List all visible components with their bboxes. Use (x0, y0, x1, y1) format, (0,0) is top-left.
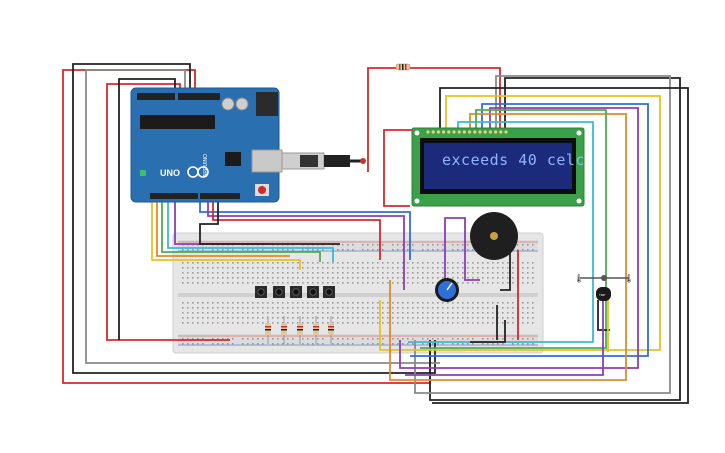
wire-sensor-2 (405, 300, 604, 376)
arduino-logo (187, 166, 209, 178)
pushbutton[interactable] (307, 286, 319, 298)
lcd-screen-text: exceeds 40 celc (442, 151, 585, 169)
wire-green-lcd (420, 109, 607, 349)
pushbutton-group (255, 286, 335, 298)
wire-purple-2 (207, 200, 405, 290)
resistor-group (265, 316, 334, 344)
temperature-sensor[interactable]: 🌡 🌡 TMP (574, 274, 634, 301)
pushbutton[interactable] (290, 286, 302, 298)
wire-orange-lcd (389, 113, 627, 381)
resistor[interactable] (328, 316, 334, 344)
resistor[interactable] (297, 316, 303, 344)
pushbutton[interactable] (273, 286, 285, 298)
wire-black-bb2 (470, 320, 506, 343)
wire-black-lcd-2 (432, 87, 689, 404)
wire-sensor-1 (597, 300, 610, 331)
resistor[interactable] (313, 316, 319, 344)
usb-cable (281, 152, 366, 170)
wire-red-2 (212, 200, 381, 260)
thermometer-icon: 🌡 (624, 274, 634, 283)
wire-cyan-lcd (408, 121, 594, 343)
arduino-brand-label: ARDUINO (203, 154, 209, 177)
thermometer-icon: 🌡 (574, 274, 584, 283)
resistor[interactable] (281, 316, 287, 344)
wire-buzzer-black (500, 250, 511, 291)
wire-yellow-1 (151, 200, 301, 270)
wire-green-1 (161, 200, 321, 262)
wire-red-top (367, 67, 501, 172)
wire-gray-lcd (414, 75, 671, 394)
potentiometer[interactable] (435, 278, 459, 302)
wire-black-inner (118, 78, 176, 340)
lcd-pin-header (426, 130, 508, 134)
resistor-top[interactable] (395, 63, 411, 71)
wire-red-lcd (383, 129, 430, 207)
resistor[interactable] (265, 316, 271, 344)
wire-blue-1 (199, 200, 411, 260)
wire-orange-1 (156, 200, 290, 257)
arduino-uno-board[interactable]: UNO ARDUINO (130, 87, 283, 203)
wire-cyan-1 (167, 200, 334, 262)
lcd-16x2-display[interactable]: exceeds 40 celc (411, 127, 585, 207)
pushbutton[interactable] (323, 286, 335, 298)
piezo-buzzer[interactable] (470, 212, 518, 260)
sensor-label: TMP (599, 293, 605, 297)
pushbutton[interactable] (255, 286, 267, 298)
arduino-model-label: UNO (160, 168, 180, 178)
wire-black-2 (199, 200, 340, 245)
wire-blue-lcd (410, 103, 649, 357)
wire-black-lcd-1 (429, 77, 681, 401)
wire-yellow-lcd (379, 95, 661, 351)
wire-gray-outer (85, 69, 440, 364)
wire-pot-purple (444, 217, 480, 281)
wire-purple-lcd (399, 107, 639, 369)
